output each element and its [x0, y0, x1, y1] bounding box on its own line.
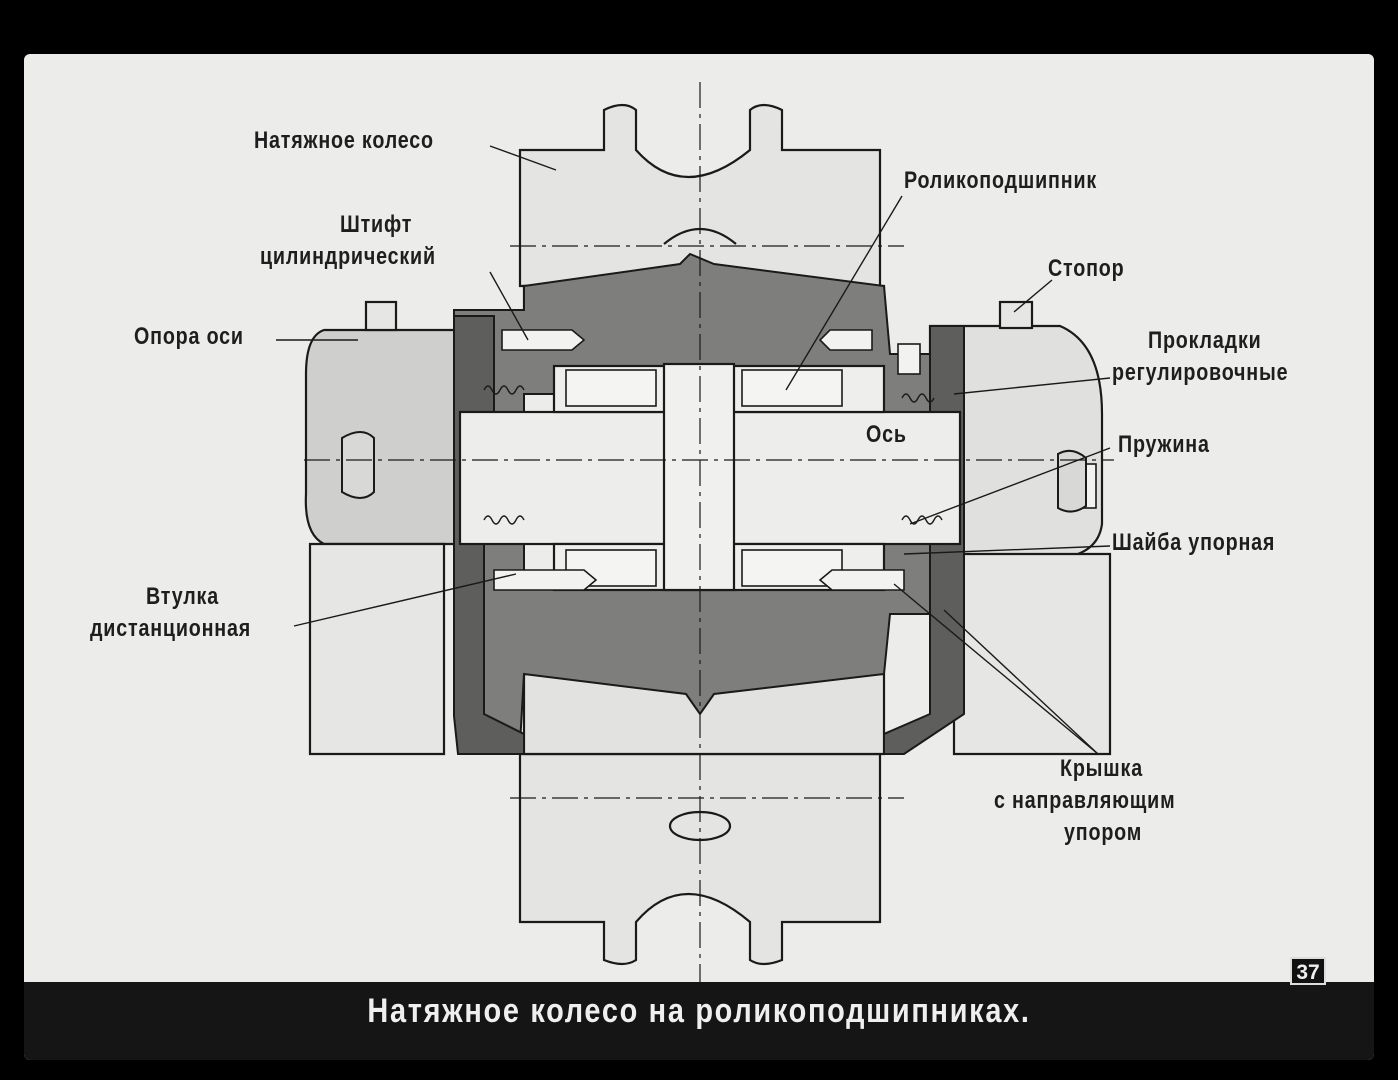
label-cover-line3: упором: [1064, 819, 1143, 846]
label-roller-bearing: Роликоподшипник: [904, 167, 1098, 194]
label-axle-support: Опора оси: [134, 323, 244, 350]
caption-bar: [24, 982, 1374, 1060]
slide: Натяжное колесо Роликоподшипник Штифт ци…: [24, 54, 1374, 1060]
label-axle: Ось: [866, 421, 907, 448]
label-shims-line1: Прокладки: [1148, 327, 1262, 354]
label-cover-line2: с направляющим: [994, 787, 1176, 814]
label-tension-wheel: Натяжное колесо: [254, 127, 434, 154]
label-bushing-line1: Втулка: [146, 583, 219, 610]
label-pin-line1: Штифт: [340, 211, 413, 238]
label-spring: Пружина: [1118, 431, 1210, 458]
label-pin-line2: цилиндрический: [260, 243, 436, 270]
label-stopper: Стопор: [1048, 255, 1125, 282]
page-number-badge: 37: [1290, 957, 1326, 985]
label-cover-line1: Крышка: [1060, 755, 1143, 782]
slide-caption: Натяжное колесо на роликоподшипниках.: [367, 992, 1031, 1030]
label-bushing-line2: дистанционная: [90, 615, 252, 642]
tension-wheel-drawing: [276, 82, 1114, 1034]
label-shims-line2: регулировочные: [1112, 359, 1289, 386]
label-thrust-washer: Шайба упорная: [1112, 529, 1276, 556]
